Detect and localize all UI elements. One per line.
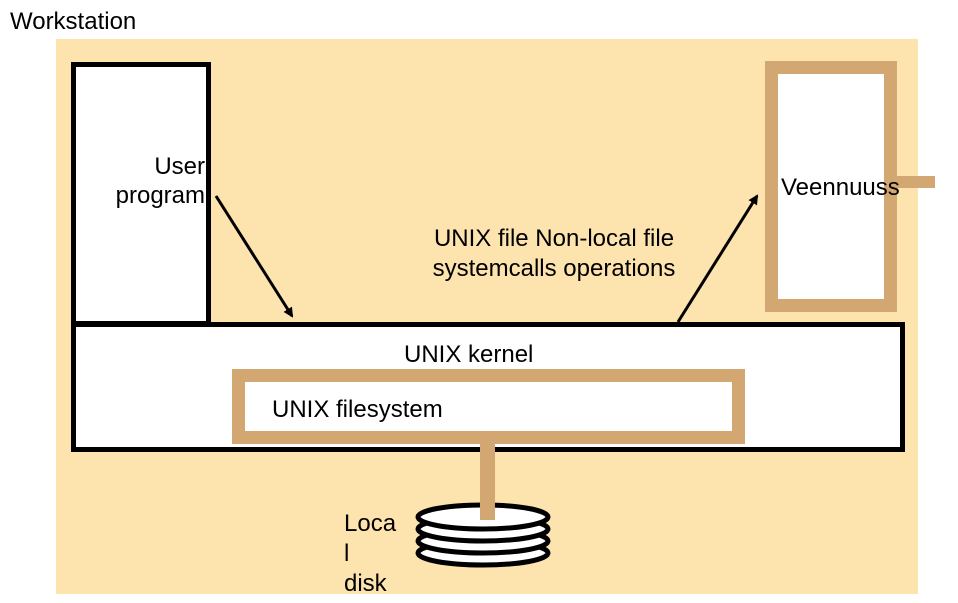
venus-label: Veennuuss <box>781 174 900 201</box>
venus-connector <box>895 176 935 188</box>
local-disk-label: Loca l disk <box>344 509 414 599</box>
syscall-arrow <box>214 195 294 318</box>
local-disk-label-line-2: l <box>344 540 350 567</box>
remote-ops-arrow <box>676 194 759 323</box>
disk-connector-overlay <box>480 498 495 520</box>
calls-label-line-2: systemcalls operations <box>432 255 676 282</box>
calls-label: UNIX file Non-local file systemcalls ope… <box>374 224 734 284</box>
unix-filesystem-label: UNIX filesystem <box>272 396 443 423</box>
unix-kernel-label: UNIX kernel <box>404 341 534 368</box>
local-disk-icon <box>415 502 551 568</box>
unix-filesystem-box <box>232 369 745 444</box>
user-program-label: User program <box>80 152 205 210</box>
local-disk-label-line-1: Loca <box>344 510 397 537</box>
calls-label-line-1: UNIX file Non-local file <box>433 225 675 252</box>
workstation-label: Workstation <box>10 8 137 35</box>
venus-box <box>765 61 897 312</box>
user-program-label-line-2: program <box>115 182 205 209</box>
local-disk-label-line-3: disk <box>344 570 387 597</box>
user-program-label-line-1: User <box>154 153 205 180</box>
